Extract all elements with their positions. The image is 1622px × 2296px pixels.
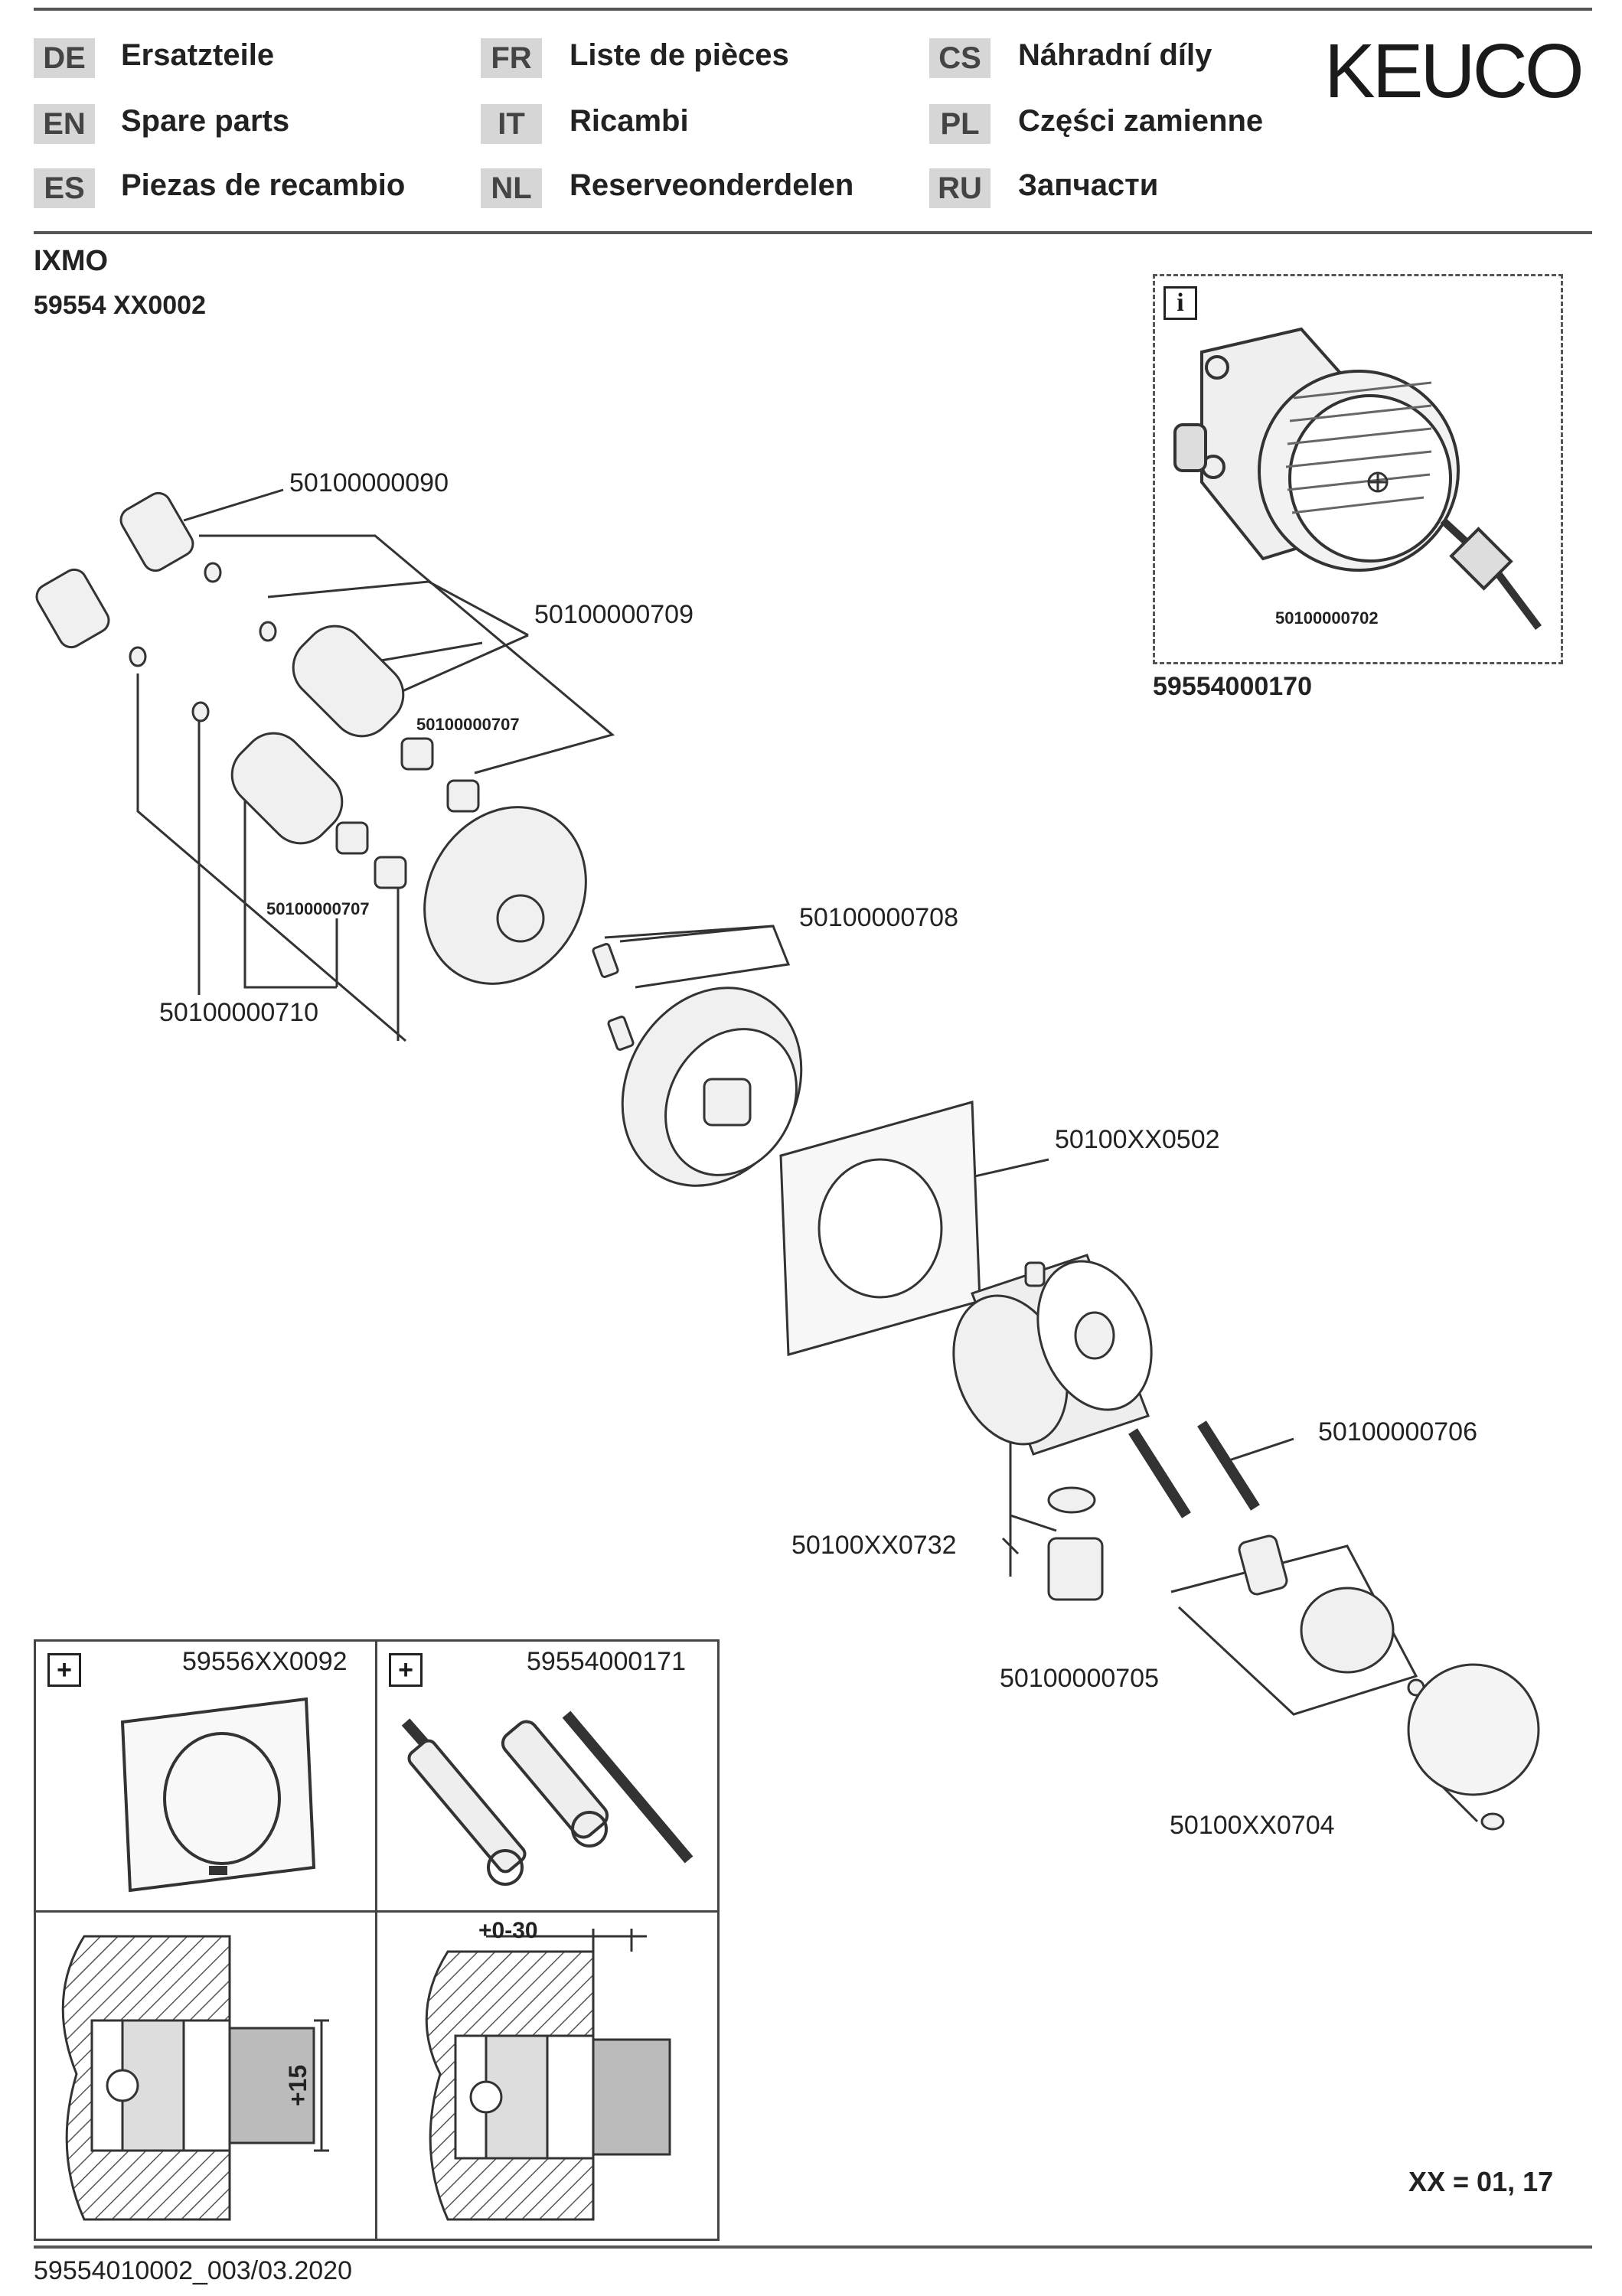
part-label-50100XX0704: 50100XX0704: [1170, 1811, 1335, 1840]
part-label-50100000705: 50100000705: [1000, 1664, 1160, 1693]
finish-note: XX = 01, 17: [1408, 2166, 1554, 2197]
wall-section-extension-illustration: +0-30: [425, 1921, 671, 2221]
part-label-50100XX0732: 50100XX0732: [791, 1531, 957, 1560]
lang-code-ru: RU: [929, 168, 990, 208]
lang-code-en: EN: [34, 104, 95, 144]
lang-label-en: Spare parts: [121, 104, 290, 138]
extension-set-illustration: [401, 1711, 694, 1886]
part-label-50100000702: 50100000702: [1275, 608, 1379, 628]
info-icon: i: [1163, 286, 1197, 320]
extension-dimension: +0-30: [478, 1921, 538, 1943]
accessory-panel-hdivider: [34, 1910, 720, 1913]
product-number: 59554 XX0002: [34, 291, 206, 320]
lang-label-fr: Liste de pièces: [569, 38, 789, 72]
brand-logo: KEUCO: [1324, 28, 1584, 114]
part-label-50100000709: 50100000709: [534, 600, 694, 629]
lang-label-it: Ricambi: [569, 104, 689, 138]
lang-label-cs: Náhradní díly: [1018, 38, 1212, 72]
lang-code-pl: PL: [929, 104, 990, 144]
lang-label-de: Ersatzteile: [121, 38, 275, 72]
depth-dimension: +15: [284, 2065, 312, 2106]
product-name: IXMO: [34, 245, 109, 277]
part-label-50100000707-b: 50100000707: [266, 899, 370, 918]
wall-section-depth-illustration: +15: [61, 1935, 329, 2221]
plus-icon: +: [47, 1653, 81, 1687]
part-label-50100000708: 50100000708: [799, 903, 959, 932]
info-box-part-number: 59554000170: [1153, 672, 1313, 701]
lang-code-it: IT: [481, 104, 542, 144]
accessory-part-59554000171: 59554000171: [527, 1647, 687, 1676]
cover-plate-illustration: [120, 1697, 316, 1893]
footer-rule: [34, 2245, 1592, 2249]
lang-code-fr: FR: [481, 38, 542, 78]
info-box: [1153, 274, 1563, 664]
plus-icon: +: [389, 1653, 423, 1687]
footer-document-id: 59554010002_003/03.2020: [34, 2256, 352, 2285]
top-rule: [34, 8, 1592, 11]
part-label-50100000710: 50100000710: [159, 998, 319, 1027]
valve-body-illustration: [1173, 327, 1542, 630]
exploded-view-drawing: [35, 488, 1540, 1831]
header-rule: [34, 231, 1592, 234]
lang-code-nl: NL: [481, 168, 542, 208]
lang-label-nl: Reserveonderdelen: [569, 168, 854, 202]
part-label-50100XX0502: 50100XX0502: [1055, 1125, 1220, 1154]
part-label-50100000706: 50100000706: [1318, 1417, 1478, 1446]
accessory-part-59556XX0092: 59556XX0092: [182, 1647, 348, 1676]
lang-label-ru: Запчасти: [1018, 168, 1159, 202]
lang-label-pl: Części zamienne: [1018, 104, 1264, 138]
lang-code-de: DE: [34, 38, 95, 78]
part-label-50100000707-a: 50100000707: [416, 715, 520, 734]
lang-code-cs: CS: [929, 38, 990, 78]
part-label-50100000090: 50100000090: [289, 468, 449, 497]
lang-label-es: Piezas de recambio: [121, 168, 406, 202]
accessory-panel-vdivider: [375, 1639, 377, 2241]
lang-code-es: ES: [34, 168, 95, 208]
